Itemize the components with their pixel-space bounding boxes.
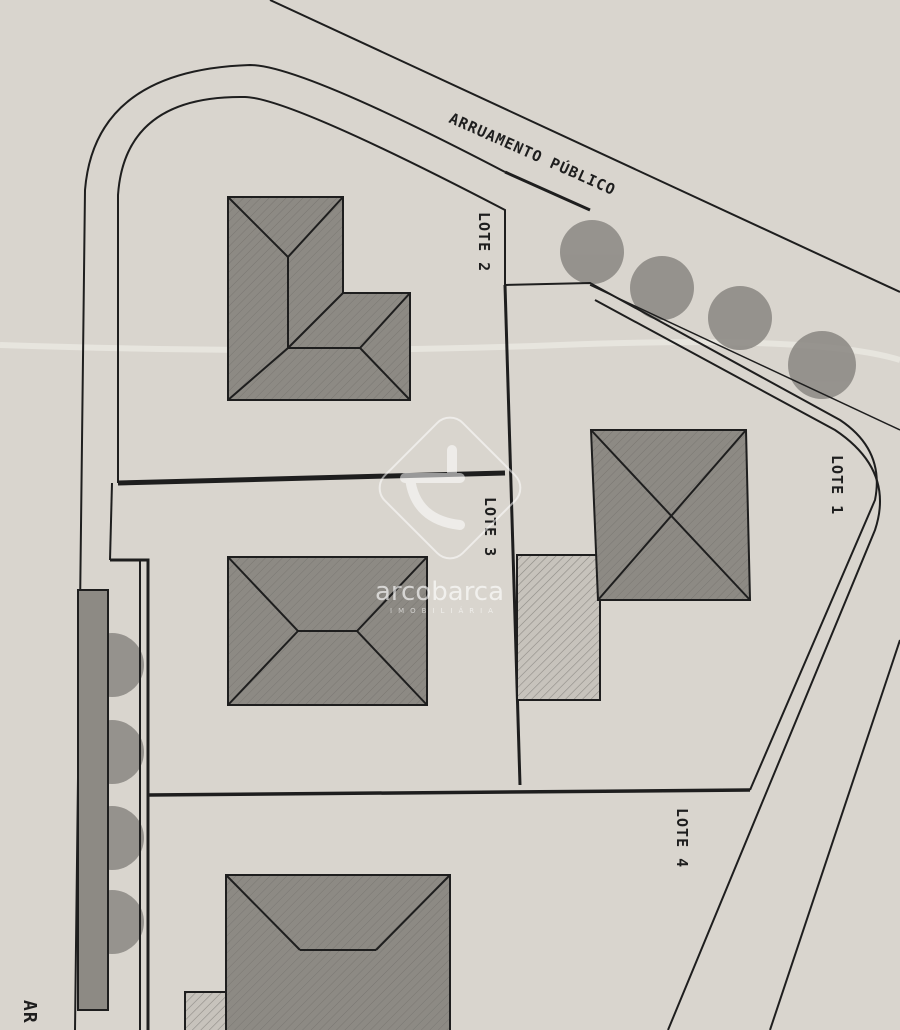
building-lot-2: [227, 196, 411, 401]
lot-4-label: LOTE 4: [673, 808, 691, 868]
watermark-logo: arcobarca IMOBILIÁRIA: [375, 416, 522, 615]
parking-strip: [77, 589, 109, 1011]
lot-2-label: LOTE 2: [475, 212, 493, 272]
road-bottom-label: AR: [19, 1000, 40, 1024]
watermark-tagline: IMOBILIÁRIA: [390, 606, 499, 615]
building-lot-4: [184, 874, 451, 1030]
building-lot-1: [516, 429, 752, 701]
paper-fold: [0, 339, 900, 363]
lot-1-label: LOTE 1: [828, 455, 846, 515]
building-lot-3: [227, 556, 428, 706]
watermark-brand: arcobarca: [375, 577, 504, 607]
